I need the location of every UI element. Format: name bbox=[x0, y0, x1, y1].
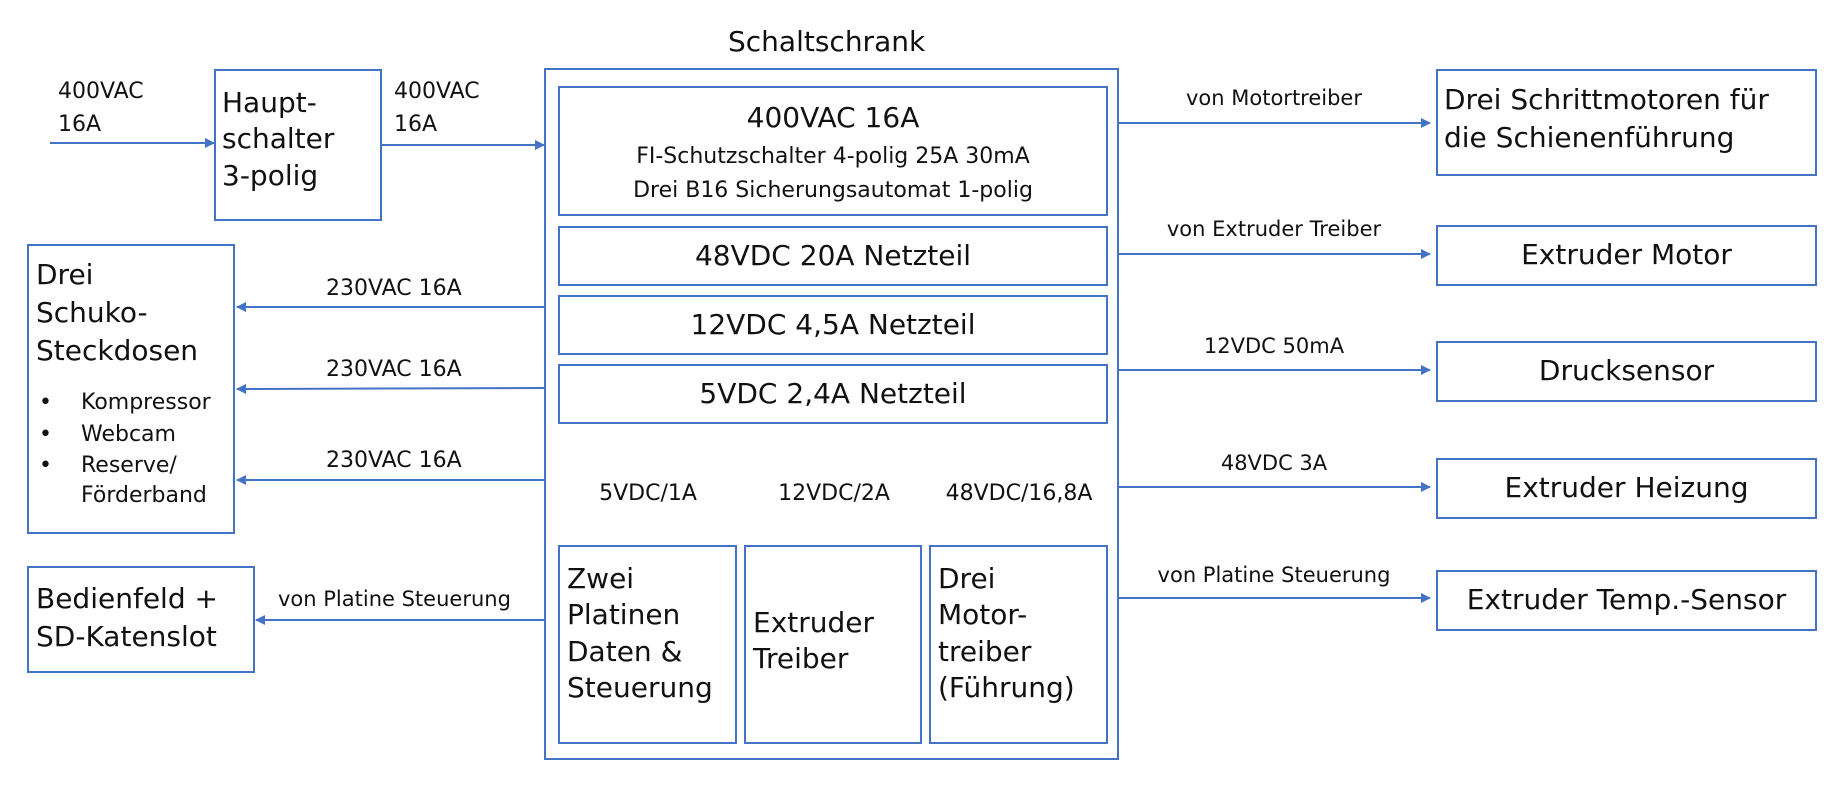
input-current-label: 16A bbox=[58, 112, 102, 137]
protection-title: 400VAC 16A bbox=[746, 101, 920, 134]
heizung-link-label: 48VDC 3A bbox=[1220, 451, 1328, 475]
hauptschalter-label: Haupt- schalter 3-polig bbox=[222, 86, 335, 192]
fi-schutzschalter-label: FI-Schutzschalter 4-polig 25A 30mA bbox=[636, 144, 1030, 169]
socket-item-reserve: Reserve/ Förderband bbox=[31, 451, 211, 510]
feed-5vdc-label: 5VDC/1A bbox=[599, 481, 697, 506]
schuko-sockets-box: Drei Schuko- Steckdosen Kompressor Webca… bbox=[27, 244, 235, 534]
protection-box: 400VAC 16A FI-Schutzschalter 4-polig 25A… bbox=[558, 86, 1108, 216]
schrittmotoren-box: Drei Schrittmotoren für die Schienenführ… bbox=[1436, 69, 1817, 176]
hauptschalter-box: Haupt- schalter 3-polig bbox=[214, 69, 382, 221]
platinen-label: Zwei Platinen Daten & Steuerung bbox=[567, 562, 713, 705]
schrittmotoren-label: Drei Schrittmotoren für die Schienenführ… bbox=[1444, 83, 1769, 154]
motors-link-label: von Motortreiber bbox=[1186, 86, 1362, 110]
ac-output-3-label: 230VAC 16A bbox=[326, 448, 462, 473]
extruder-heizung-box: Extruder Heizung bbox=[1436, 458, 1817, 519]
ac-output-1-label: 230VAC 16A bbox=[326, 276, 462, 301]
drucksensor-label: Drucksensor bbox=[1538, 354, 1715, 387]
cabinet-title: Schaltschrank bbox=[728, 25, 926, 58]
psu-5vdc-label: 5VDC 2,4A Netzteil bbox=[699, 377, 967, 410]
drucksensor-box: Drucksensor bbox=[1436, 341, 1817, 402]
motortreiber-label: Drei Motor- treiber (Führung) bbox=[938, 562, 1075, 705]
psu-48vdc-label: 48VDC 20A Netzteil bbox=[694, 239, 972, 272]
drucksensor-link-label: 12VDC 50mA bbox=[1203, 334, 1345, 358]
bedienfeld-label: Bedienfeld + SD-Katenslot bbox=[36, 582, 218, 653]
extruder-motor-link-label: von Extruder Treiber bbox=[1166, 217, 1382, 241]
extruder-treiber-box: Extruder Treiber bbox=[744, 545, 922, 744]
socket-item-webcam: Webcam bbox=[31, 420, 211, 450]
arrow-to-socket-2 bbox=[236, 383, 545, 394]
sicherungsautomat-label: Drei B16 Sicherungsautomat 1-polig bbox=[633, 178, 1033, 203]
extruder-motor-label: Extruder Motor bbox=[1521, 238, 1732, 271]
bedienfeld-box: Bedienfeld + SD-Katenslot bbox=[27, 566, 255, 673]
feed-48vdc-label: 48VDC/16,8A bbox=[945, 481, 1093, 506]
platinen-box: Zwei Platinen Daten & Steuerung bbox=[558, 545, 737, 744]
feed-12vdc-label: 12VDC/2A bbox=[778, 481, 890, 506]
main-supply-voltage-label: 400VAC bbox=[394, 79, 480, 104]
psu-5vdc-box: 5VDC 2,4A Netzteil bbox=[558, 364, 1108, 424]
schuko-sockets-title: Drei Schuko- Steckdosen bbox=[36, 258, 199, 367]
psu-12vdc-box: 12VDC 4,5A Netzteil bbox=[558, 295, 1108, 355]
main-supply-current-label: 16A bbox=[394, 112, 438, 137]
bedienfeld-link-label: von Platine Steuerung bbox=[278, 587, 511, 611]
motortreiber-box: Drei Motor- treiber (Führung) bbox=[929, 545, 1108, 744]
ac-output-2-label: 230VAC 16A bbox=[326, 357, 462, 382]
socket-list: Kompressor Webcam Reserve/ Förderband bbox=[31, 388, 211, 513]
temp-sensor-label: Extruder Temp.-Sensor bbox=[1466, 583, 1787, 616]
psu-12vdc-label: 12VDC 4,5A Netzteil bbox=[690, 308, 976, 341]
temp-sensor-box: Extruder Temp.-Sensor bbox=[1436, 570, 1817, 631]
socket-item-kompressor: Kompressor bbox=[31, 388, 211, 418]
psu-48vdc-box: 48VDC 20A Netzteil bbox=[558, 226, 1108, 286]
extruder-motor-box: Extruder Motor bbox=[1436, 225, 1817, 286]
input-voltage-label: 400VAC bbox=[58, 79, 144, 104]
temp-sensor-link-label: von Platine Steuerung bbox=[1157, 563, 1391, 587]
extruder-heizung-label: Extruder Heizung bbox=[1504, 471, 1749, 504]
extruder-treiber-label: Extruder Treiber bbox=[753, 606, 875, 676]
